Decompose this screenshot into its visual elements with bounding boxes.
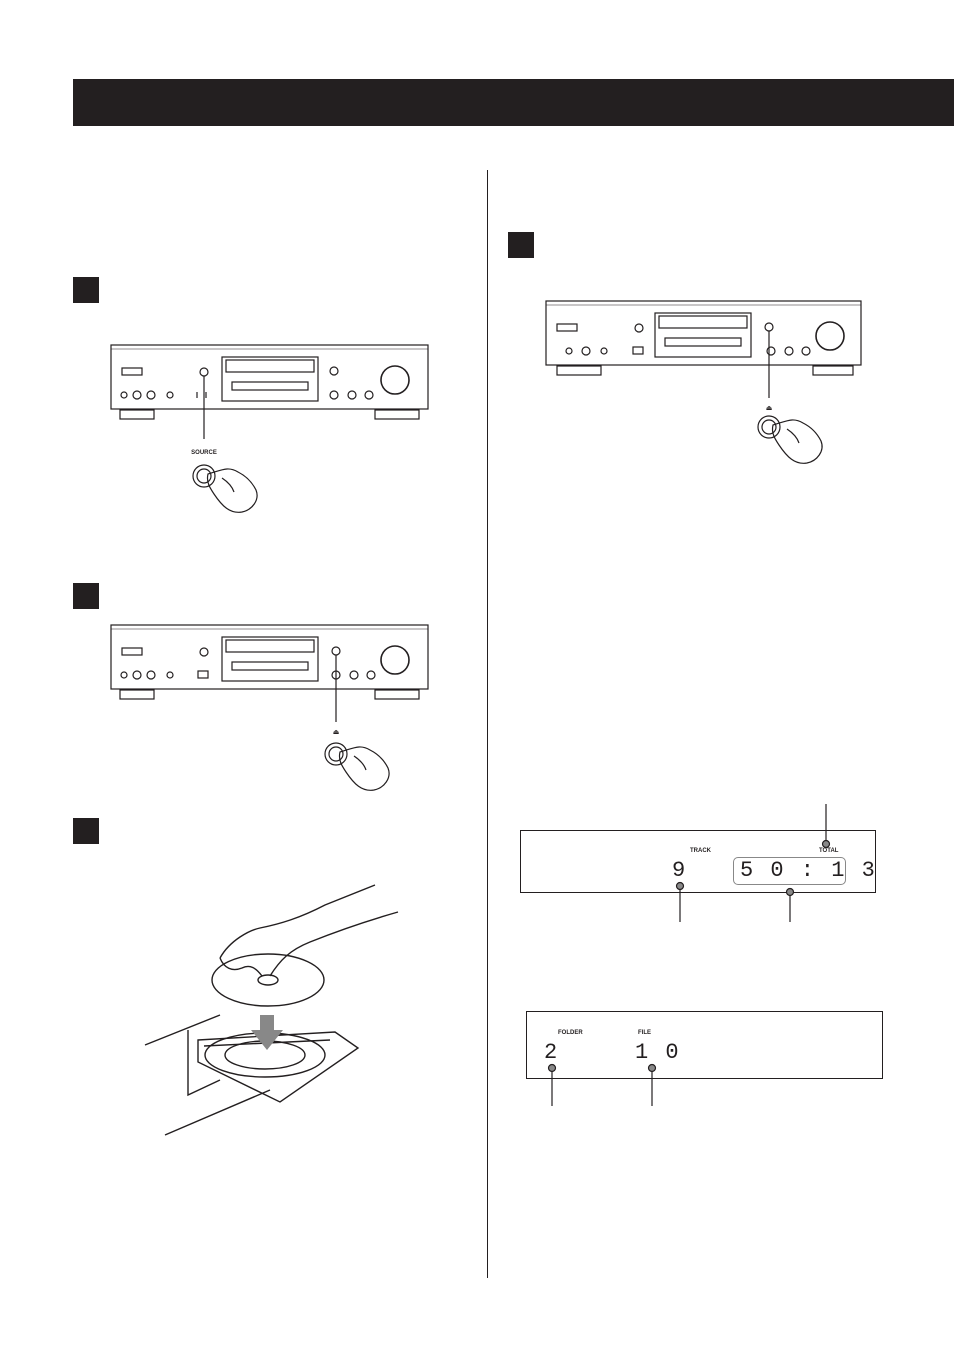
file-number: 1 0 (635, 1040, 681, 1065)
step-1-marker (73, 277, 99, 303)
file-label: FILE (638, 1030, 651, 1036)
total-label: TOTAL (819, 848, 839, 854)
total-time: 5 0 : 1 3 (740, 858, 877, 883)
player-eject-illustration-step2: ⏏ (110, 624, 429, 791)
eject-button-label: ⏏ (333, 729, 340, 736)
page-header-bar (73, 79, 954, 126)
track-number: 9 (672, 858, 686, 883)
track-label: TRACK (690, 848, 711, 854)
folder-number: 2 (544, 1040, 558, 1065)
player-source-illustration: SOURCE (110, 344, 429, 513)
file-display-panel (526, 1011, 883, 1079)
disc-loading-illustration (144, 884, 399, 1136)
cd-display-panel (520, 830, 876, 893)
player-eject-illustration-step4: ⏏ (545, 300, 862, 464)
step-3-marker (73, 818, 99, 844)
eject-button-label-step4: ⏏ (766, 405, 773, 412)
cd-display-callouts (675, 804, 831, 922)
source-button-label: SOURCE (191, 450, 217, 456)
folder-label: FOLDER (558, 1030, 583, 1036)
file-display-callouts (547, 1063, 657, 1106)
total-time-highlight (733, 857, 846, 885)
column-divider (487, 170, 488, 1278)
step-4-marker (508, 232, 534, 258)
step-2-marker (73, 583, 99, 609)
